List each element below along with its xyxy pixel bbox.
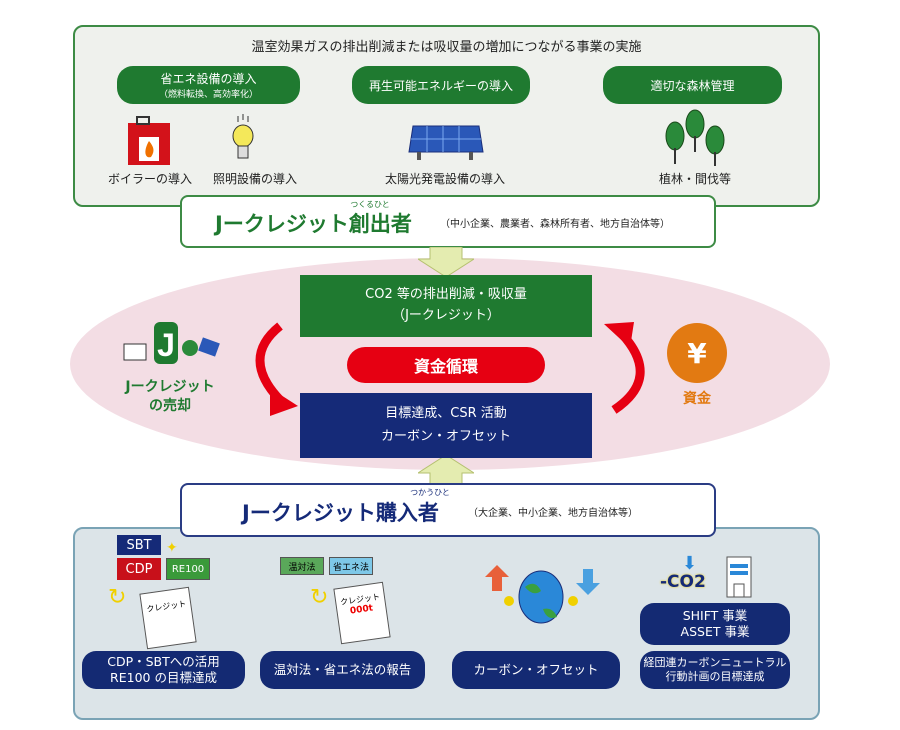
creator-note: （中小企業、農業者、森林所有者、地方自治体等） bbox=[440, 219, 670, 230]
use-reporting: 温対法・省エネ法の報告 bbox=[260, 651, 425, 689]
re100-badge: RE100 bbox=[166, 558, 210, 580]
sbt-badge: SBT bbox=[117, 535, 161, 555]
purchaser-ruby: つかうひと bbox=[410, 488, 450, 497]
asset-line: ASSET 事業 bbox=[680, 624, 750, 639]
panel-title: 温室効果ガスの排出削減または吸収量の増加につながる事業の実施 bbox=[251, 39, 642, 55]
item-lighting: 照明設備の導入 bbox=[212, 171, 297, 186]
sparkle-icon: ✦ bbox=[166, 540, 178, 556]
yen-icon: ¥ bbox=[667, 323, 727, 383]
j-credit-sale-icon: J bbox=[123, 322, 220, 364]
item-solar: 太陽光発電設備の導入 bbox=[384, 171, 505, 186]
goal-line2: カーボン・オフセット bbox=[380, 428, 511, 444]
reduction-line2: （Jークレジット） bbox=[392, 308, 500, 323]
building-icon bbox=[726, 556, 752, 598]
item-planting: 植林・間伐等 bbox=[658, 171, 731, 186]
reduction-box: CO2 等の排出削減・吸収量 （Jークレジット） bbox=[300, 275, 592, 337]
use-line1: 経団連カーボンニュートラル bbox=[643, 655, 787, 669]
credit-amount: 000t bbox=[349, 603, 374, 617]
shift-line: SHIFT 事業 bbox=[682, 607, 748, 623]
category-forest: 適切な森林管理 bbox=[603, 66, 782, 104]
light-bulb-icon bbox=[232, 114, 254, 159]
credit-sale-line1: Jークレジット bbox=[125, 379, 215, 395]
use-line1: CDP・SBTへの活用 bbox=[107, 653, 220, 669]
item-boiler: ボイラーの導入 bbox=[107, 171, 192, 186]
category-sub: （燃料転換、高効率化） bbox=[158, 90, 258, 100]
category-renewable: 再生可能エネルギーの導入 bbox=[352, 66, 530, 104]
down-arrow-blue-icon: ⬇ bbox=[682, 553, 698, 574]
creator-ruby: つくるひと bbox=[350, 200, 390, 209]
solar-panel-icon bbox=[408, 125, 484, 160]
goal-box: 目標達成、CSR 活動カーボン・オフセット bbox=[300, 393, 592, 458]
cdp-badge: CDP bbox=[117, 558, 161, 580]
use-line2: RE100 の目標達成 bbox=[110, 670, 217, 685]
credit-creator-box bbox=[180, 195, 716, 248]
minus-co2-label: -CO2 bbox=[660, 572, 706, 592]
down-arrow-icon bbox=[418, 247, 474, 277]
reduction-line1: CO2 等の排出削減・吸収量 bbox=[365, 287, 527, 303]
use-carbon-offset: カーボン・オフセット bbox=[452, 651, 620, 689]
trees-icon bbox=[665, 109, 725, 166]
credit-sale-line2: の売却 bbox=[149, 397, 191, 414]
purchaser-title: Jークレジット購入者 bbox=[242, 501, 439, 525]
up-arrow-icon bbox=[418, 455, 474, 485]
boiler-icon bbox=[128, 116, 170, 165]
goal-line1: 目標達成、CSR 活動 bbox=[385, 406, 507, 422]
credit-sale-label: Jークレジットの売却 bbox=[105, 378, 235, 416]
category-energy-saving: 省エネ設備の導入 （燃料転換、高効率化） bbox=[117, 66, 300, 104]
use-keidanren: 経団連カーボンニュートラル行動計画の目標達成 bbox=[640, 651, 790, 689]
ontai-badge: 温対法 bbox=[280, 557, 324, 575]
return-arrow-icon-2: ↻ bbox=[310, 585, 329, 610]
earth-offset-icon bbox=[485, 565, 600, 624]
creator-title: Jークレジット創出者 bbox=[215, 212, 412, 236]
credit-document-icon: クレジット bbox=[139, 586, 197, 650]
return-arrow-icon: ↻ bbox=[108, 585, 127, 610]
j-logo-letter: J bbox=[157, 327, 175, 363]
purchaser-note: （大企業、中小企業、地方自治体等） bbox=[468, 508, 638, 519]
use-line2: 行動計画の目標達成 bbox=[665, 670, 765, 683]
right-curved-arrow-icon bbox=[604, 322, 645, 414]
credit-purchaser-box bbox=[180, 483, 716, 537]
category-label: 省エネ設備の導入 bbox=[160, 72, 257, 86]
funds-label: 資金 bbox=[683, 391, 711, 407]
shoene-badge: 省エネ法 bbox=[329, 557, 373, 575]
fund-cycle-pill: 資金循環 bbox=[347, 347, 545, 383]
left-curved-arrow-icon bbox=[255, 322, 298, 416]
